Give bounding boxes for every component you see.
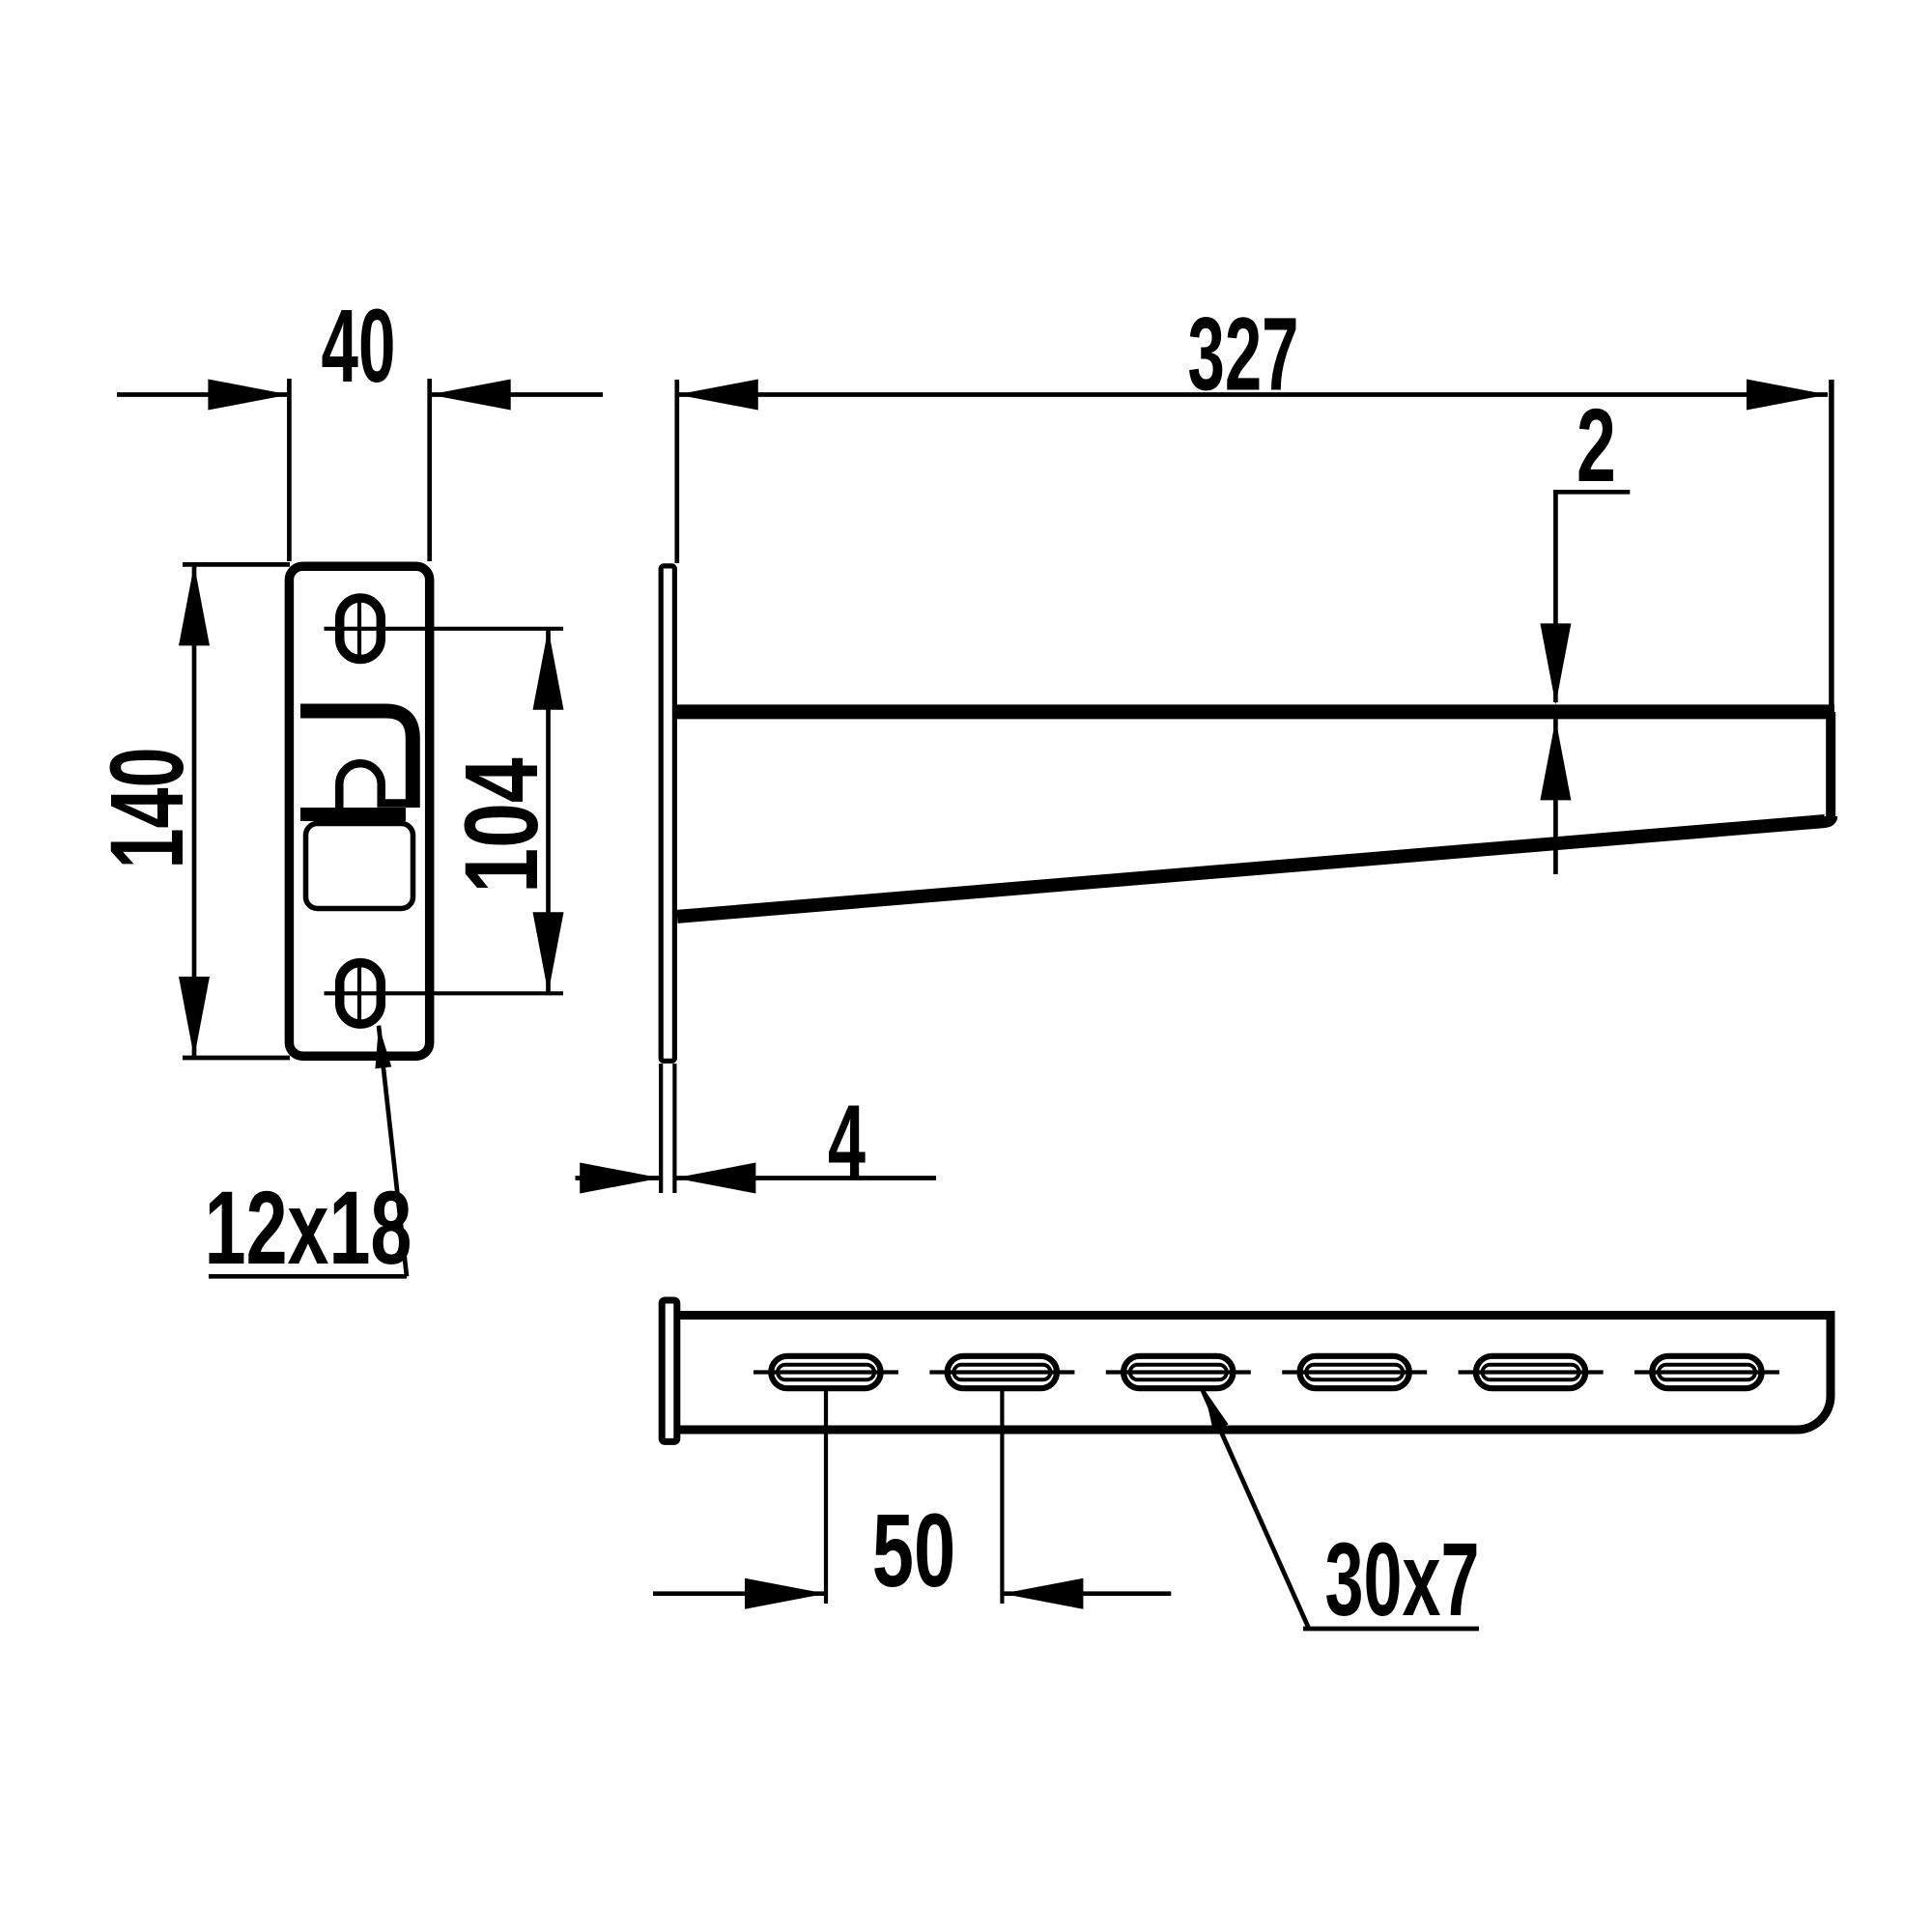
svg-text:40: 40	[322, 289, 396, 405]
svg-text:12x18: 12x18	[205, 1169, 412, 1286]
svg-text:104: 104	[442, 757, 560, 894]
svg-text:2: 2	[1577, 386, 1616, 504]
svg-text:327: 327	[1188, 297, 1299, 412]
svg-text:30x7: 30x7	[1324, 1521, 1479, 1637]
svg-text:50: 50	[872, 1492, 955, 1608]
svg-text:4: 4	[828, 1084, 866, 1200]
svg-text:140: 140	[89, 747, 205, 868]
